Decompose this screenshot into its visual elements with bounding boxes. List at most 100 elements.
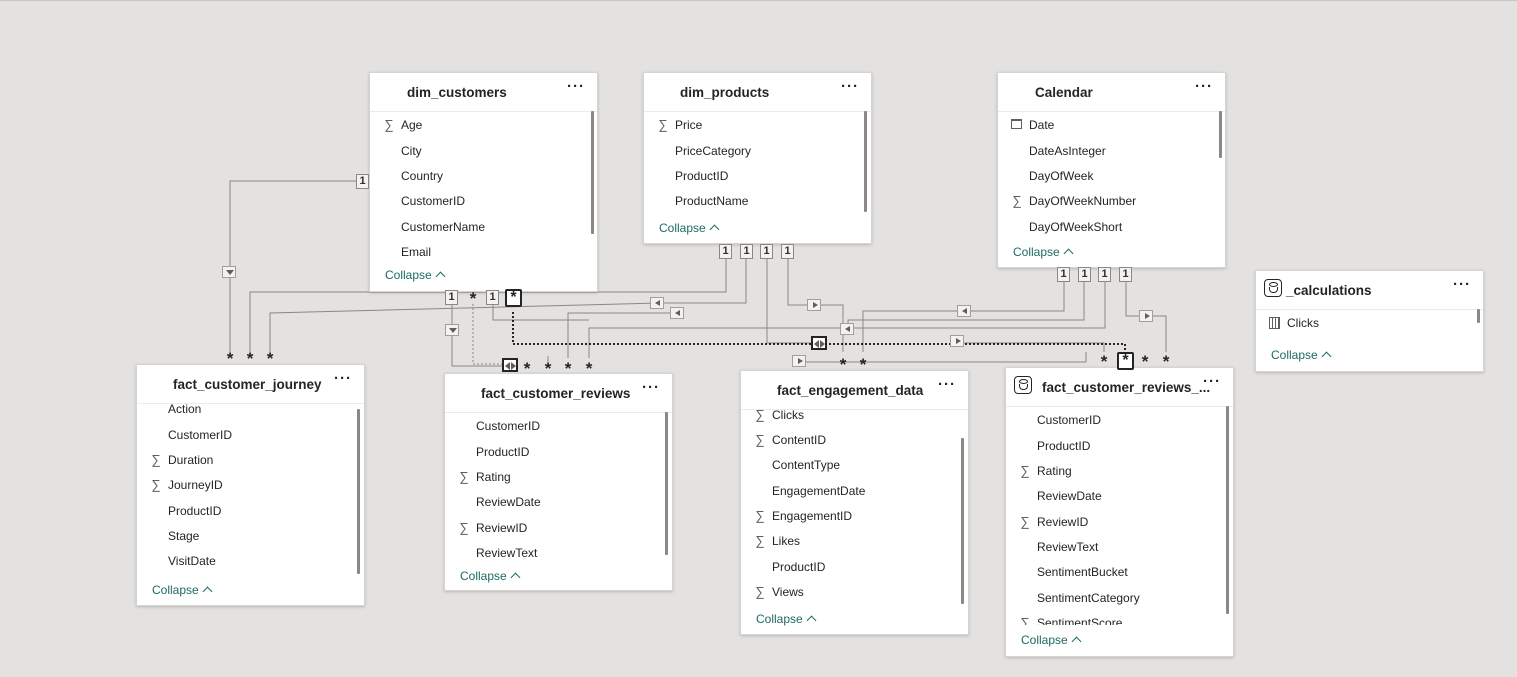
cardinality-many[interactable]: * [246, 349, 254, 368]
field-dayofweek[interactable]: DayOfWeek [1029, 169, 1094, 183]
more-options-icon[interactable]: ··· [1453, 276, 1471, 293]
cardinality-many[interactable]: * [544, 359, 552, 378]
more-options-icon[interactable]: ··· [1203, 373, 1221, 390]
field-customerid[interactable]: CustomerID [168, 428, 233, 442]
field-journeyid[interactable]: ∑JourneyID [137, 475, 364, 495]
cardinality-one[interactable]: 1 [781, 244, 794, 259]
more-options-icon[interactable]: ··· [938, 376, 956, 393]
cardinality-many[interactable]: * [469, 289, 477, 308]
field-list[interactable]: CustomerID ProductID ∑Rating ReviewDate … [1006, 409, 1233, 625]
field-email[interactable]: Email [401, 245, 432, 259]
filter-direction-down-icon[interactable] [222, 266, 236, 278]
table-calendar[interactable]: Calendar ··· Date DateAsInteger DayOfWee… [997, 72, 1226, 268]
table-fact-customer-journey[interactable]: fact_customer_journey ··· Action Custome… [136, 364, 365, 606]
field-pricecategory[interactable]: PriceCategory [675, 144, 752, 158]
filter-direction-right-icon[interactable] [1139, 310, 1153, 322]
table-fact-engagement-data[interactable]: fact_engagement_data ··· ∑Clicks ∑Conten… [740, 370, 969, 635]
field-age[interactable]: ∑Age [370, 115, 597, 135]
field-reviewid[interactable]: ∑ReviewID [445, 518, 672, 538]
field-rating[interactable]: ∑Rating [1006, 461, 1233, 481]
cardinality-many[interactable]: * [226, 349, 234, 368]
field-dateasinteger[interactable]: DateAsInteger [1029, 144, 1106, 158]
scrollbar[interactable] [1477, 309, 1480, 323]
filter-direction-right-icon[interactable] [950, 335, 964, 347]
scrollbar[interactable] [665, 412, 668, 555]
bidirectional-filter-icon[interactable] [502, 358, 518, 372]
cardinality-one[interactable]: 1 [1098, 267, 1111, 282]
field-stage[interactable]: Stage [168, 529, 200, 543]
field-likes[interactable]: ∑Likes [741, 531, 968, 551]
more-options-icon[interactable]: ··· [567, 78, 585, 95]
scrollbar[interactable] [864, 111, 867, 212]
cardinality-one[interactable]: 1 [760, 244, 773, 259]
field-reviewdate[interactable]: ReviewDate [1037, 489, 1102, 503]
field-views[interactable]: ∑Views [741, 582, 968, 602]
filter-direction-right-icon[interactable] [792, 355, 806, 367]
cardinality-many-selected[interactable]: * [1117, 352, 1134, 370]
field-sentimentcategory[interactable]: SentimentCategory [1037, 591, 1140, 605]
collapse-button[interactable]: Collapse [460, 569, 521, 583]
field-country[interactable]: Country [401, 169, 444, 183]
measure-clicks[interactable]: Clicks [1256, 313, 1483, 333]
more-options-icon[interactable]: ··· [841, 78, 859, 95]
field-visitdate[interactable]: VisitDate [168, 554, 216, 568]
collapse-button[interactable]: Collapse [659, 221, 720, 235]
field-contenttype[interactable]: ContentType [772, 458, 841, 472]
cardinality-many[interactable]: * [523, 359, 531, 378]
cardinality-many[interactable]: * [859, 355, 867, 374]
field-customerid[interactable]: CustomerID [476, 419, 541, 433]
filter-direction-left-icon[interactable] [957, 305, 971, 317]
field-list[interactable]: Date DateAsInteger DayOfWeek ∑DayOfWeekN… [998, 114, 1225, 237]
cardinality-many[interactable]: * [1141, 352, 1149, 371]
table-dim-products[interactable]: dim_products ··· ∑Price PriceCategory Pr… [643, 72, 872, 244]
cardinality-many-selected[interactable]: * [505, 289, 522, 307]
table-dim-customers[interactable]: dim_customers ··· ∑Age City Country Cust… [369, 72, 598, 292]
field-rating[interactable]: ∑Rating [445, 467, 672, 487]
field-engagementid[interactable]: ∑EngagementID [741, 506, 968, 526]
cardinality-many[interactable]: * [564, 359, 572, 378]
field-list[interactable]: ∑Clicks ∑ContentID ContentType Engagemen… [741, 410, 968, 604]
scrollbar[interactable] [1219, 111, 1222, 158]
field-date[interactable]: Date [998, 115, 1225, 135]
field-customername[interactable]: CustomerName [401, 220, 486, 234]
collapse-button[interactable]: Collapse [1013, 245, 1074, 259]
field-clicks[interactable]: ∑Clicks [741, 410, 968, 425]
scrollbar[interactable] [357, 409, 360, 574]
table-header[interactable]: fact_customer_reviews ··· [445, 374, 672, 413]
table-header[interactable]: fact_customer_journey ··· [137, 365, 364, 404]
field-productid[interactable]: ProductID [476, 445, 530, 459]
field-action[interactable]: Action [168, 404, 202, 416]
table-calculations[interactable]: _calculations ··· Clicks Collapse [1255, 270, 1484, 372]
filter-direction-left-icon[interactable] [650, 297, 664, 309]
cardinality-one[interactable]: 1 [719, 244, 732, 259]
cardinality-many[interactable]: * [266, 349, 274, 368]
scrollbar[interactable] [591, 111, 594, 234]
field-productname[interactable]: ProductName [675, 194, 749, 208]
field-engagementdate[interactable]: EngagementDate [772, 484, 866, 498]
collapse-button[interactable]: Collapse [152, 583, 213, 597]
filter-direction-down-icon[interactable] [445, 324, 459, 336]
cardinality-many[interactable]: * [585, 359, 593, 378]
bidirectional-filter-icon[interactable] [811, 336, 827, 350]
field-productid[interactable]: ProductID [772, 560, 826, 574]
field-city[interactable]: City [401, 144, 422, 158]
cardinality-many[interactable]: * [1100, 352, 1108, 371]
table-header[interactable]: fact_customer_reviews_... ··· [1006, 368, 1233, 407]
field-duration[interactable]: ∑Duration [137, 450, 364, 470]
field-sentimentbucket[interactable]: SentimentBucket [1037, 565, 1128, 579]
field-sentimentscore[interactable]: ∑SentimentScore [1006, 613, 1233, 625]
field-dayofweekshort[interactable]: DayOfWeekShort [1029, 220, 1123, 234]
cardinality-one[interactable]: 1 [1078, 267, 1091, 282]
table-fact-customer-reviews-2[interactable]: fact_customer_reviews_... ··· CustomerID… [1005, 367, 1234, 657]
filter-direction-left-icon[interactable] [670, 307, 684, 319]
field-productid[interactable]: ProductID [1037, 439, 1091, 453]
cardinality-many[interactable]: * [1162, 352, 1170, 371]
more-options-icon[interactable]: ··· [642, 379, 660, 396]
field-reviewdate[interactable]: ReviewDate [476, 495, 541, 509]
cardinality-one[interactable]: 1 [1119, 267, 1132, 282]
cardinality-one[interactable]: 1 [486, 290, 499, 305]
field-list[interactable]: ∑Age City Country CustomerID CustomerNam… [370, 114, 597, 268]
cardinality-one[interactable]: 1 [356, 174, 369, 189]
field-reviewtext[interactable]: ReviewText [476, 546, 538, 560]
field-price[interactable]: ∑Price [644, 115, 871, 135]
